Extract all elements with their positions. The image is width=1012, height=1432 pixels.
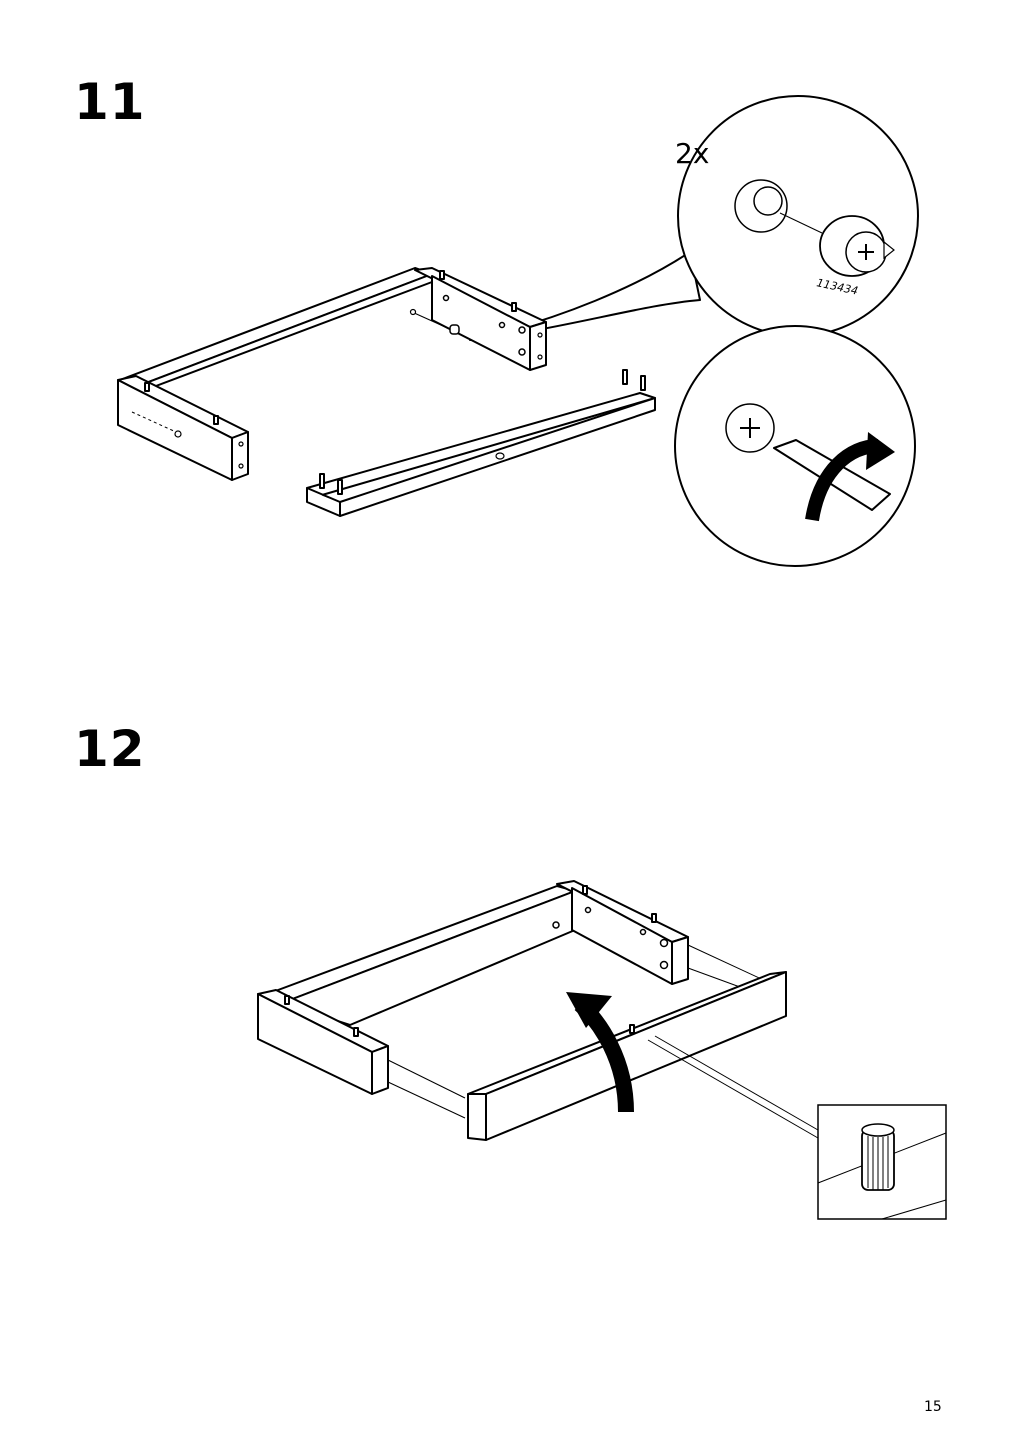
back-rail xyxy=(119,267,433,393)
front-rail-rotating xyxy=(467,971,787,1141)
rotate-up-arrowhead-icon xyxy=(566,992,612,1028)
cam-lock-detail xyxy=(677,95,919,337)
page-number: 15 xyxy=(924,1399,942,1415)
step-12-illustration xyxy=(257,880,947,1220)
right-end-panel xyxy=(409,267,547,371)
step-number-12: 12 xyxy=(74,720,146,778)
dowel-detail-box xyxy=(817,1104,947,1220)
screwdriver-detail xyxy=(674,325,916,567)
back-rail-assembled xyxy=(261,885,576,1026)
right-end-panel-assembled xyxy=(552,880,689,985)
left-end-panel xyxy=(117,375,249,481)
step-11-illustration: 2x 113434 xyxy=(117,95,919,567)
step-number-11: 11 xyxy=(74,73,146,131)
rotate-arrowhead-icon xyxy=(866,432,895,470)
left-end-panel-assembled xyxy=(257,989,389,1095)
quantity-label: 2x xyxy=(675,137,709,170)
front-rail xyxy=(306,369,656,517)
